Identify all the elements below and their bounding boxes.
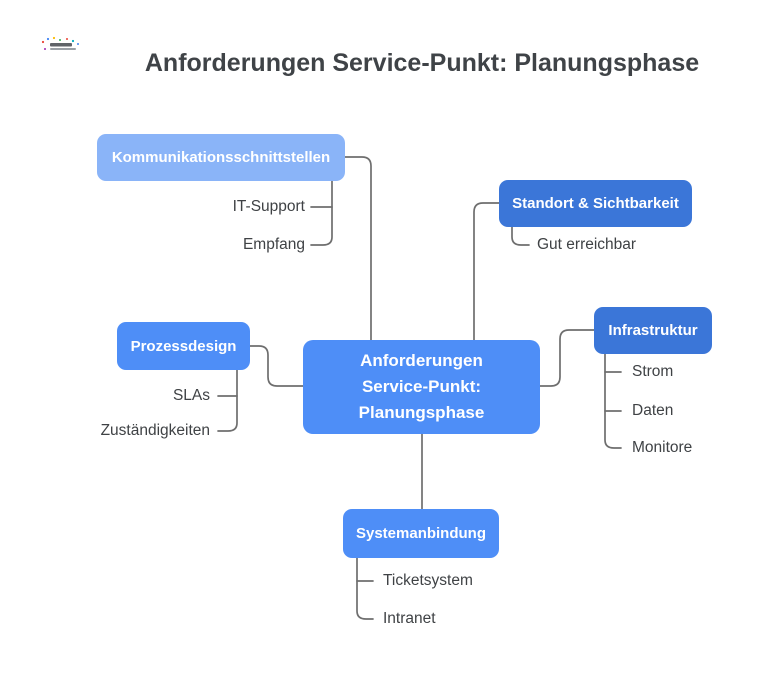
leaf-daten[interactable]: Daten [632,402,674,419]
root-label-line-1: Anforderungen [360,351,483,370]
node-systemanbindung[interactable]: Systemanbindung [343,509,499,558]
leaf-zustaendigkeiten[interactable]: Zuständigkeiten [100,422,210,439]
node-root[interactable]: Anforderungen Service-Punkt: Planungspha… [303,340,540,434]
connector-standort-gut [511,226,530,246]
leaf-ticketsystem[interactable]: Ticketsystem [383,572,473,589]
connector-system-children-stem [356,557,374,620]
connector-root-infra [539,329,595,387]
node-prozessdesign[interactable]: Prozessdesign [117,322,250,370]
connector-komm-children-stem [310,180,333,246]
connector-infra-children-stem [604,353,622,449]
root-label-line-2: Service-Punkt: [361,377,482,396]
node-kommunikationsschnittstellen[interactable]: Kommunikationsschnittstellen [97,134,345,181]
connector-prozess-children-stem [217,369,238,432]
connector-prozess-root [249,345,304,387]
connector-standort-root [473,202,500,341]
leaf-empfang[interactable]: Empfang [242,236,305,253]
brand-logo [40,36,84,56]
connector-komm-root [344,156,372,341]
leaf-slas[interactable]: SLAs [172,387,210,404]
leaf-strom[interactable]: Strom [632,363,674,380]
node-standort-sichtbarkeit[interactable]: Standort & Sichtbarkeit [499,180,692,227]
leaf-it-support[interactable]: IT-Support [232,198,305,215]
brand-logo-icon [41,36,79,50]
page-title: Anforderungen Service-Punkt: Planungspha… [144,49,700,77]
leaf-gut-erreichbar[interactable]: Gut erreichbar [537,236,637,253]
leaf-intranet[interactable]: Intranet [383,610,436,627]
root-label-line-3: Planungsphase [358,403,485,422]
leaf-monitore[interactable]: Monitore [632,439,693,456]
node-infrastruktur[interactable]: Infrastruktur [594,307,712,354]
